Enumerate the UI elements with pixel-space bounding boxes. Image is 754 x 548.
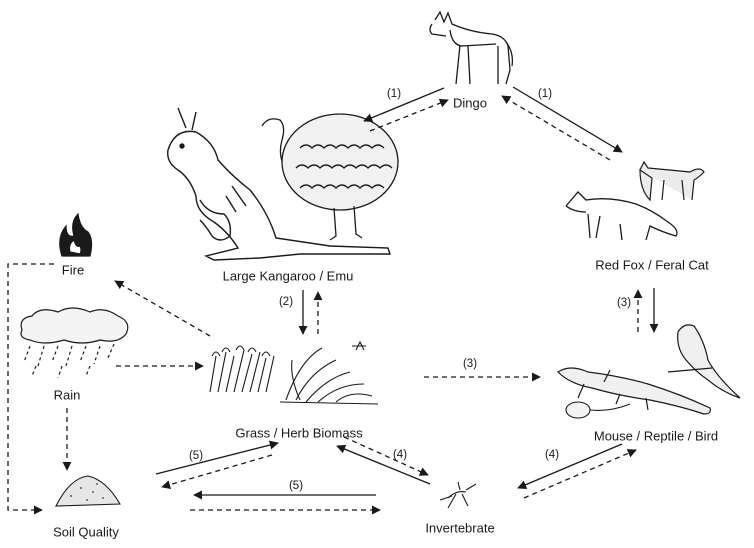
arrow-fox-to-dingo	[501, 95, 611, 161]
node-label-mouse-reptile-bird: Mouse / Reptile / Bird	[593, 428, 719, 444]
node-label-kangaroo-emu: Large Kangaroo / Emu	[222, 268, 354, 284]
soil-illustration	[55, 475, 121, 507]
arrow-dingo-to-kangaroo	[363, 87, 445, 123]
link-label-dingo-kangaroo: (1)	[386, 88, 402, 100]
fox-illustration	[565, 191, 678, 241]
arrow-invert-to-grass	[336, 444, 431, 485]
arrow-kangaroo-to-dingo	[369, 98, 449, 132]
arrow-fire-to-soil	[7, 263, 54, 515]
link-label-grass-invert: (4)	[392, 449, 408, 461]
fire-illustration	[59, 212, 93, 257]
link-label-grass-soil: (5)	[188, 450, 204, 462]
arrow-dingo-to-fox	[512, 86, 623, 153]
kangaroo-illustration	[167, 107, 391, 261]
mouse-illustration	[565, 401, 631, 419]
node-label-fox-cat: Red Fox / Feral Cat	[595, 257, 709, 273]
link-label-dingo-fox: (1)	[537, 88, 553, 100]
link-label-fox-mouse: (3)	[616, 297, 632, 309]
node-label-soil: Soil Quality	[53, 524, 119, 540]
link-label-soil-invert: (5)	[288, 480, 304, 492]
node-label-dingo: Dingo	[453, 95, 487, 111]
cat-illustration	[639, 160, 705, 202]
node-label-fire: Fire	[61, 262, 85, 278]
bird-illustration	[667, 324, 741, 399]
arrow-soil-to-grass	[155, 440, 279, 475]
arrow-grass-to-invert	[343, 436, 429, 476]
emu-illustration	[261, 113, 399, 241]
link-label-kangaroo-grass: (2)	[278, 296, 294, 308]
link-label-grass-mouse: (3)	[462, 358, 478, 370]
link-label-invert-mouse: (4)	[544, 449, 560, 461]
invertebrate-illustration	[439, 481, 477, 509]
grass-herb-illustration	[209, 340, 379, 405]
reptile-illustration	[557, 367, 711, 415]
dingo-illustration	[429, 10, 514, 85]
node-label-invertebrate: Invertebrate	[425, 520, 495, 536]
arrow-grass-to-fire	[114, 280, 211, 337]
arrow-invert-to-mouse	[523, 449, 637, 499]
arrow-grass-to-soil	[161, 454, 273, 490]
node-label-rain: Rain	[53, 387, 81, 403]
rain-cloud-illustration	[20, 307, 129, 379]
arrow-mouse-to-invert	[517, 443, 623, 489]
node-label-grass-herb: Grass / Herb Biomass	[235, 425, 363, 441]
